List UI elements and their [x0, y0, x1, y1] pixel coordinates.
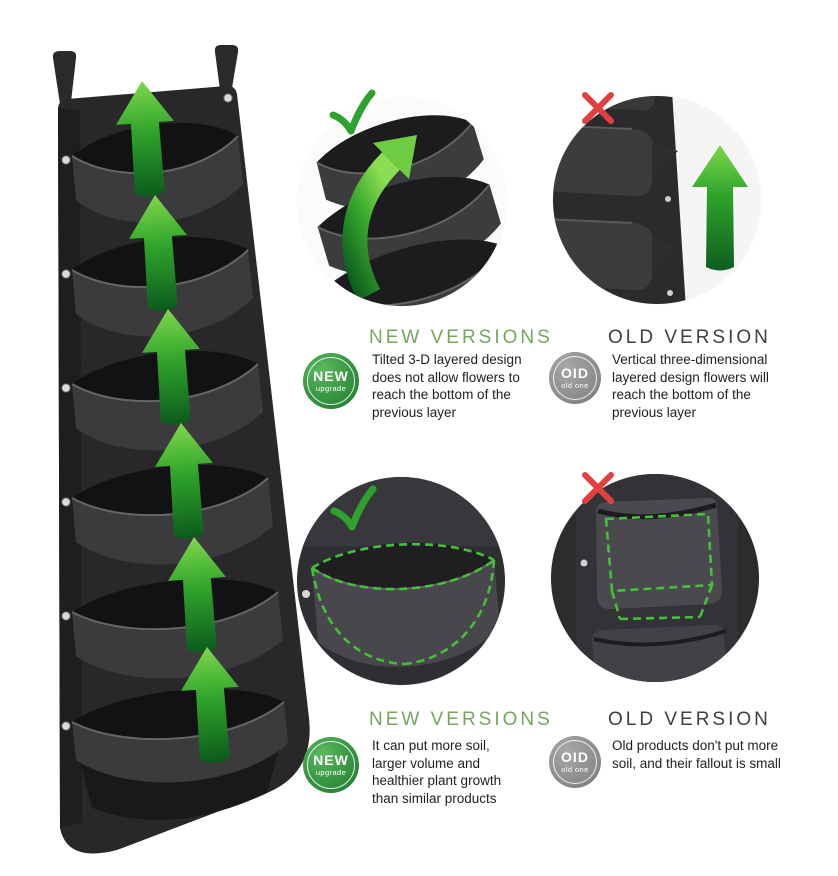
badge-label: OID — [561, 749, 589, 766]
old-version-description-1: Vertical three-dimensional layered desig… — [612, 352, 769, 420]
new-versions-heading-2: NEW VERSIONS — [369, 709, 553, 730]
straight-up-arrow-icon — [692, 145, 748, 271]
badge-label: NEW — [313, 752, 349, 769]
cross-icon — [576, 466, 620, 510]
hanging-loops — [52, 45, 239, 104]
old-version-description-2: Old products don't put more soil, and th… — [612, 738, 781, 771]
tilted-pockets-closeup — [298, 98, 506, 306]
planter-pockets — [71, 122, 288, 783]
hanging-planter-photo — [22, 38, 317, 858]
badge-sublabel: upgrade — [315, 767, 347, 777]
new-upgrade-badge-2: NEW upgrade — [303, 737, 359, 793]
badge-label: NEW — [313, 368, 349, 385]
checkmark-icon — [329, 484, 377, 532]
new-upgrade-badge-1: NEW upgrade — [303, 353, 359, 409]
badge-sublabel: old one — [561, 380, 589, 390]
old-version-heading-2: OLD VERSION — [608, 709, 771, 730]
new-version-volume-photo — [296, 476, 506, 686]
new-version-layer-photo — [297, 97, 507, 307]
curved-up-arrow-icon — [342, 135, 417, 301]
badge-sublabel: old one — [561, 764, 589, 774]
small-pocket-closeup — [551, 474, 759, 682]
deep-pocket-closeup — [297, 477, 505, 685]
old-version-heading-1: OLD VERSION — [608, 327, 771, 348]
new-version-description-2: It can put more soil, larger volume and … — [372, 738, 502, 806]
vertical-pockets-closeup — [553, 96, 761, 304]
old-version-volume-photo — [550, 473, 760, 683]
new-version-description-1: Tilted 3-D layered design does not allow… — [372, 352, 522, 420]
cross-icon — [576, 86, 620, 130]
old-one-badge-2: OID old one — [549, 736, 601, 788]
badge-sublabel: upgrade — [315, 383, 347, 393]
hanging-planter-illustration — [52, 45, 310, 854]
pocket-volume-outline — [604, 512, 714, 621]
grommets — [61, 93, 233, 731]
pocket-volume-outline — [310, 542, 496, 666]
checkmark-icon — [328, 88, 376, 136]
old-one-badge-1: OID old one — [549, 352, 601, 404]
old-version-layer-photo — [552, 95, 762, 305]
badge-label: OID — [561, 365, 589, 382]
new-versions-heading-1: NEW VERSIONS — [369, 327, 553, 348]
